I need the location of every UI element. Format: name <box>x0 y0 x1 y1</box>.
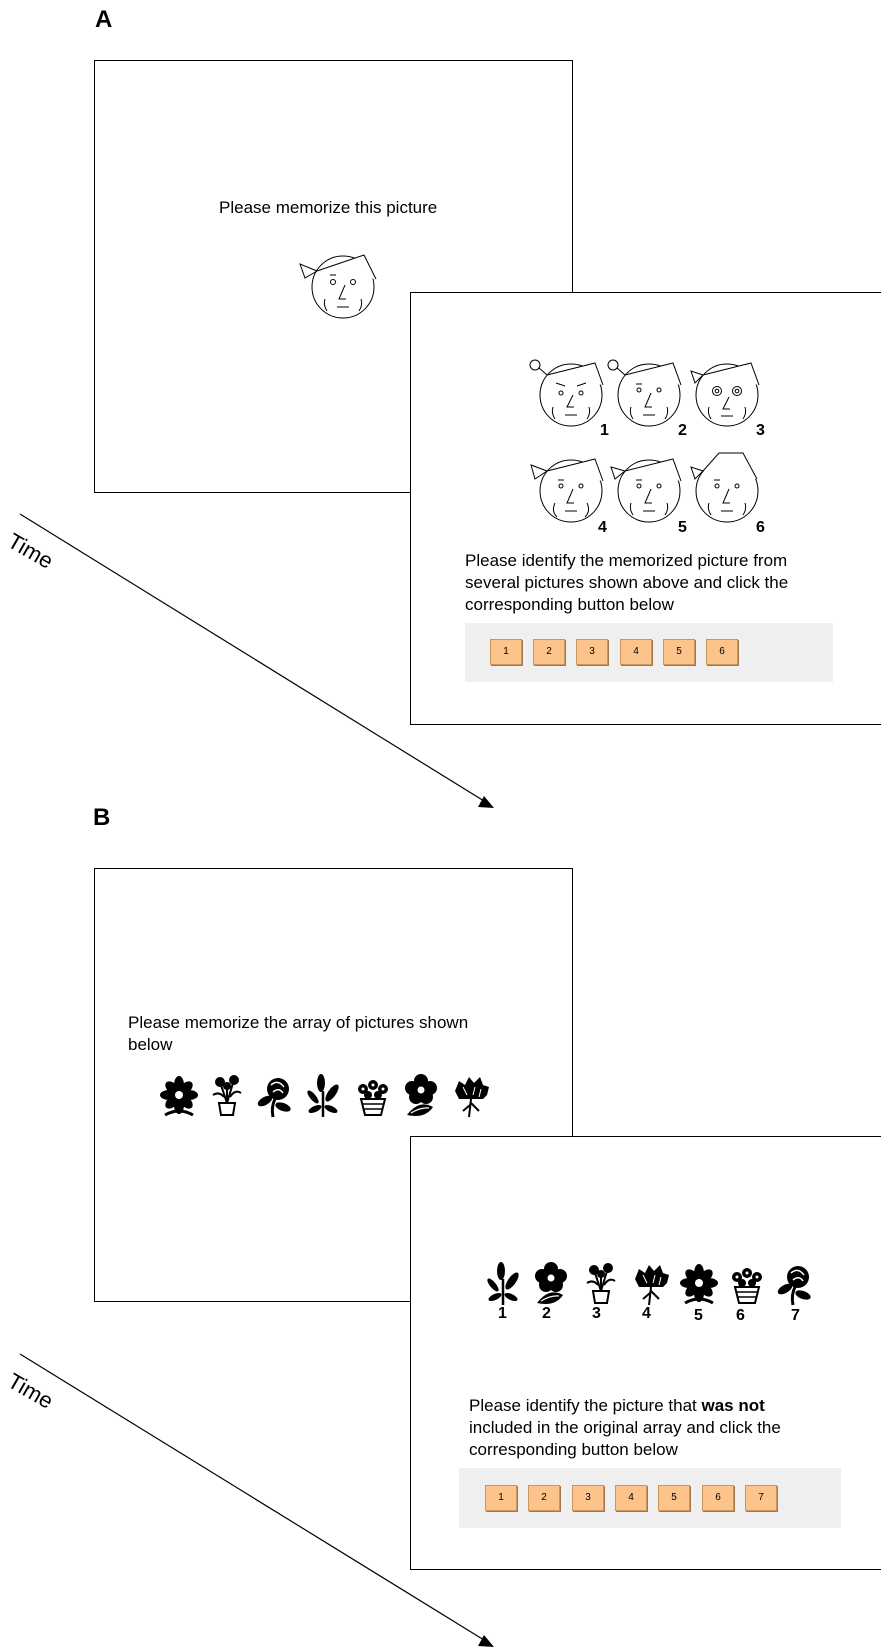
choice-number: 6 <box>736 1307 745 1324</box>
answer-button-2[interactable]: 2 <box>533 639 565 665</box>
answer-button-4[interactable]: 4 <box>615 1485 647 1511</box>
identify-screen-b: 1 2 3 4 5 6 7 Please identify the pictur… <box>410 1136 881 1570</box>
choice-number: 3 <box>592 1305 601 1322</box>
answer-button-3[interactable]: 3 <box>572 1485 604 1511</box>
face-choice-1-icon <box>529 359 604 427</box>
panel-b-label: B <box>93 804 111 831</box>
choice-number: 1 <box>498 1305 507 1322</box>
answer-button-5[interactable]: 5 <box>663 639 695 665</box>
identify-instruction: Please identify the memorized picture fr… <box>465 551 789 614</box>
face-choice-4-icon <box>530 458 604 523</box>
memorize-array-prompt: Please memorize the array of pictures sh… <box>128 1013 469 1054</box>
choice-4-carnation-icon <box>634 1264 670 1306</box>
answer-button-1[interactable]: 1 <box>490 639 522 665</box>
choice-number: 4 <box>642 1305 651 1322</box>
carnation-icon <box>454 1076 490 1118</box>
answer-button-6[interactable]: 6 <box>702 1485 734 1511</box>
answer-button-2[interactable]: 2 <box>528 1485 560 1511</box>
memorize-prompt: Please memorize this picture <box>219 198 438 217</box>
answer-button-7[interactable]: 7 <box>745 1485 777 1511</box>
choice-2-tulip-icon <box>534 1261 568 1305</box>
tulip-icon <box>404 1073 438 1117</box>
choice-1-sprig-icon <box>484 1260 523 1307</box>
potted-flowers-icon <box>212 1074 242 1116</box>
choice-number: 2 <box>678 422 687 439</box>
face-choice-5-icon <box>610 458 682 523</box>
choice-7-rose-icon <box>774 1264 814 1307</box>
face-choice-grid <box>529 359 760 523</box>
face-choice-6-icon <box>690 452 759 523</box>
answer-button-6[interactable]: 6 <box>706 639 738 665</box>
choice-number: 7 <box>791 1307 800 1324</box>
gnome-face-icon <box>299 254 377 319</box>
time-label-a: Time <box>3 528 58 574</box>
answer-button-5[interactable]: 5 <box>658 1485 690 1511</box>
identify-screen-a: 1 2 3 4 5 6 Please identify the memorize… <box>410 292 881 725</box>
choice-number: 5 <box>678 519 687 536</box>
choice-number: 5 <box>694 1307 703 1324</box>
answer-button-bar: 1 2 3 4 5 6 7 <box>459 1468 841 1528</box>
choice-5-daisy-icon <box>678 1262 720 1305</box>
face-choice-3-icon <box>690 362 760 427</box>
answer-button-1[interactable]: 1 <box>485 1485 517 1511</box>
memorize-screen-a: Please memorize this picture <box>94 60 573 493</box>
choice-6-basket-icon <box>731 1267 763 1304</box>
answer-button-3[interactable]: 3 <box>576 639 608 665</box>
flower-basket-icon <box>357 1079 389 1116</box>
identify-missing-instruction: Please identify the picture that was not… <box>469 1396 781 1459</box>
rose-icon <box>254 1076 294 1119</box>
answer-button-bar: 1 2 3 4 5 6 <box>465 623 833 682</box>
daisy-icon <box>158 1074 200 1117</box>
time-label-b: Time <box>3 1368 58 1414</box>
panel-a-label: A <box>95 6 113 33</box>
choice-number: 1 <box>600 422 609 439</box>
choice-number: 2 <box>542 1305 551 1322</box>
choice-3-potted-icon <box>586 1262 616 1304</box>
sprig-icon <box>304 1072 343 1119</box>
face-choice-2-icon <box>607 359 682 427</box>
flower-choices <box>484 1260 814 1307</box>
choice-number: 4 <box>598 519 607 536</box>
choice-number: 6 <box>756 519 765 536</box>
answer-button-4[interactable]: 4 <box>620 639 652 665</box>
choice-number: 3 <box>756 422 765 439</box>
flower-array <box>158 1072 490 1119</box>
